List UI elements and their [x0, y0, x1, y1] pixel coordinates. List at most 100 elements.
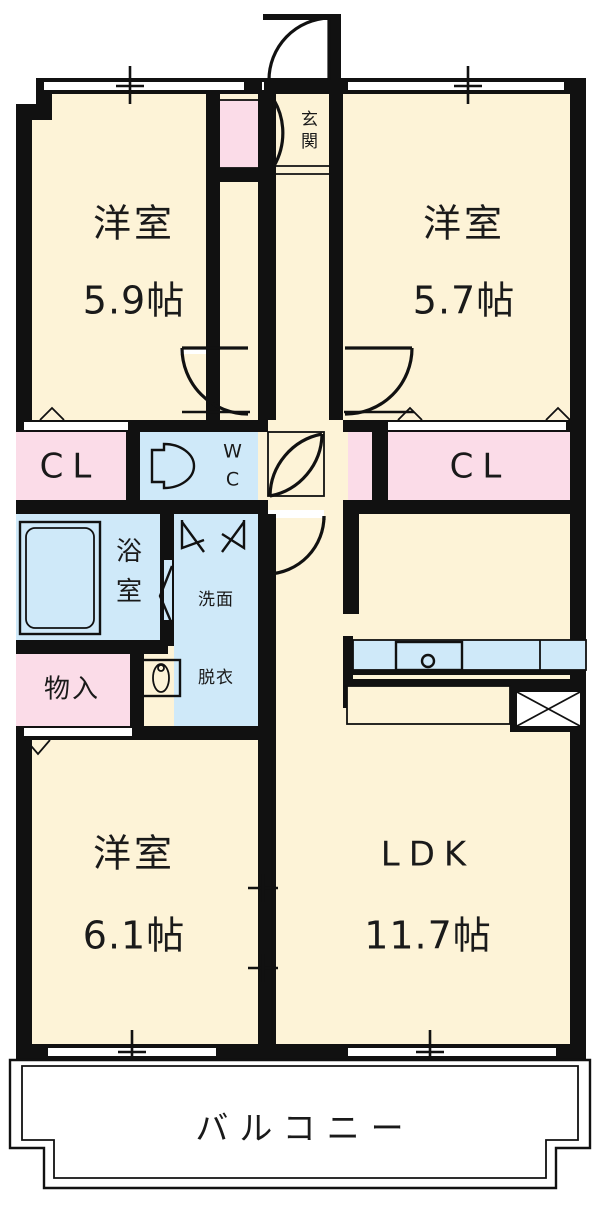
storage-label: 物入: [44, 675, 100, 705]
closet-west-slider: [24, 422, 128, 430]
door-bedroom-southwest: [140, 726, 260, 740]
toilet-label-w: W: [223, 441, 243, 463]
closet-east-label: CL: [450, 447, 511, 487]
room-labels: 洋室 5.9帖 洋室 5.7帖 洋室 6.1帖 LDK 11.7帖: [83, 202, 515, 958]
washbasin-label: 洗面: [198, 590, 234, 610]
storage-wall-east: [130, 654, 144, 740]
bathroom-door-slot: [164, 560, 172, 620]
label-bedroom-ne-area: 5.7帖: [413, 279, 515, 323]
ldk-door-frame: [267, 431, 325, 497]
closet-east-wall-bottom: [343, 500, 570, 514]
left-white-pad: [0, 78, 18, 112]
wall-corridor-east: [329, 168, 343, 420]
kitchen-lower-cabinet: [347, 686, 510, 724]
door-bedroom-northwest: [180, 346, 250, 416]
label-ldk-name: LDK: [381, 835, 475, 875]
closet-east-small-fill: [348, 430, 372, 502]
closet-west-fill: [16, 430, 132, 502]
closet-east-slider: [388, 422, 566, 430]
toilet-bowl-icon: [150, 442, 196, 490]
door-nw-opening: [180, 348, 206, 354]
toilet-wall-top: [140, 420, 268, 432]
closet-west-label: CL: [40, 447, 101, 487]
door-bedroom-northeast: [344, 346, 414, 416]
closet-west-wall-east: [126, 430, 140, 502]
storage-slider: [24, 728, 132, 736]
bathroom: 浴室: [16, 514, 174, 654]
closet-west-wall-bottom: [16, 500, 146, 514]
window-tick-marks: [116, 66, 482, 104]
label-bedroom-nw-name: 洋室: [93, 202, 175, 246]
wall-sw-top: [140, 726, 260, 740]
bathtub-outer: [18, 520, 102, 636]
balcony-outline-inner: [21, 1065, 579, 1179]
bathtub-inner: [25, 527, 95, 629]
entrance-jamb-right: [329, 14, 341, 94]
closet-east-divider: [372, 430, 388, 502]
label-ldk-area: 11.7帖: [364, 914, 492, 958]
entrance-wall-west: [206, 94, 220, 182]
entrance-jamb-left: [263, 78, 275, 94]
label-bedroom-sw-area: 6.1帖: [83, 914, 185, 958]
shoe-closet-fill: [218, 100, 260, 168]
bathroom-wall-bottom: [16, 640, 168, 654]
interior-walls-upper: [206, 168, 343, 420]
window-ldk-glass: [348, 1048, 556, 1056]
kitchen-counter-top: [353, 640, 586, 670]
closet-west-slide-arrow: [39, 406, 65, 421]
ldk-door-arc-a: [268, 432, 323, 497]
wall-nw-corridor: [206, 168, 220, 420]
toilet-wall-bottom: [140, 500, 268, 514]
label-bedroom-sw-name: 洋室: [93, 832, 175, 876]
balcony: バルコニー: [8, 1058, 592, 1190]
entrance-wall-partition: [258, 94, 276, 182]
bathroom-label-line1: 浴室: [116, 537, 144, 607]
corridor-door-opening: [268, 510, 324, 518]
closet-east-slide-arrow-right: [545, 406, 571, 421]
entrance-wall-east: [329, 94, 343, 182]
washbasin-tap: [157, 664, 165, 672]
wall-center-lower: [258, 514, 276, 1060]
washroom: 洗面 脱衣: [140, 514, 266, 740]
entrance-inner-arc: [272, 99, 285, 167]
center-wall-ticks: [248, 874, 278, 982]
corridor-doors: [267, 431, 326, 576]
washbasin-bowl: [152, 663, 170, 693]
washroom-fold-line-left: [181, 521, 205, 553]
washroom-fold-arrow-right: [221, 520, 246, 551]
toilet-label-c: C: [226, 469, 240, 491]
label-bedroom-nw-area: 5.9帖: [83, 279, 185, 323]
bathroom-door-fold-arrow: [158, 565, 174, 625]
closet-east: CL: [343, 406, 571, 514]
washroom-fold-line-right: [221, 521, 245, 553]
entrance-head: [263, 14, 329, 20]
balcony-outline-outer: [8, 1058, 592, 1190]
closet-east-slide-arrow-left: [397, 406, 423, 421]
wall-corridor-west: [258, 168, 276, 420]
kitchen-front-band1: [343, 670, 586, 675]
entrance-door-arc: [267, 16, 330, 81]
closet-west: CL: [16, 406, 146, 514]
closet-east-fill: [388, 430, 570, 502]
storage-fill: [16, 654, 138, 726]
washroom-fill: [174, 514, 258, 730]
entrance-label-char1: 玄関: [301, 110, 319, 152]
kitchen-front-band2: [343, 679, 586, 686]
kitchen: [343, 636, 587, 732]
window-nw-gap: [262, 82, 264, 90]
balcony-label: バルコニー: [195, 1109, 414, 1148]
kitchen-sink-drain: [420, 653, 436, 669]
changing-label: 脱衣: [198, 668, 234, 688]
balcony-fill: [10, 1060, 590, 1188]
corridor-door-arc: [267, 515, 326, 576]
north-windows: [44, 66, 564, 104]
storage-slide-arrow: [25, 739, 51, 756]
wall-ldk-west-upper: [343, 514, 359, 614]
toilet-room: W C: [140, 420, 268, 514]
storage-closet: 物入: [16, 654, 144, 756]
label-bedroom-ne-name: 洋室: [423, 202, 505, 246]
fridge-cross-b: [516, 691, 581, 727]
bathroom-fill: [16, 514, 168, 642]
